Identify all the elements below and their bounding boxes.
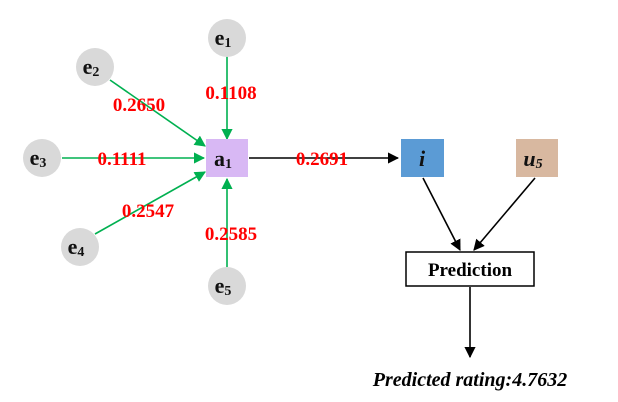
weight-e5-a1: 0.2585 (205, 224, 257, 245)
prediction-box: Prediction (405, 251, 535, 287)
entity-node-e4-label: e4 (68, 234, 85, 260)
aggregate-node-a1-label: a1 (214, 146, 232, 172)
entity-node-e1-circle (208, 19, 246, 57)
item-node-label: i (419, 146, 426, 171)
entity-node-e4: e4 (61, 228, 99, 266)
entity-node-e2-circle (76, 48, 114, 86)
user-node-box (516, 139, 558, 177)
weight-labels: 0.1108 0.2650 0.1111 0.2547 0.2585 0.269… (97, 83, 348, 245)
edge-user-prediction (473, 177, 536, 251)
weight-e3-a1: 0.1111 (97, 149, 146, 170)
weight-e2-a1: 0.2650 (113, 95, 165, 116)
prediction-box-border (405, 251, 535, 287)
user-node-label: u5 (523, 146, 542, 172)
item-node-box (401, 139, 444, 177)
aggregate-node-a1: a1 (206, 139, 248, 177)
entity-node-e1-label: e1 (215, 25, 232, 51)
weight-a1-item: 0.2691 (296, 149, 348, 170)
attention-edges (62, 56, 233, 267)
entity-node-e4-circle (61, 228, 99, 266)
aggregate-node-a1-box (206, 139, 248, 177)
weight-e4-a1: 0.2547 (122, 201, 175, 222)
entity-node-e3-circle (23, 139, 61, 177)
user-node: u5 (516, 139, 558, 177)
edge-item-prediction (422, 177, 461, 251)
flow-edges (249, 152, 536, 359)
entity-node-e2-label: e2 (83, 54, 100, 80)
entity-node-e1: e1 (208, 19, 246, 57)
predicted-rating-text: Predicted rating:4.7632 (372, 369, 567, 391)
entity-node-e3-label: e3 (30, 145, 47, 171)
entity-node-e5-label: e5 (215, 273, 232, 299)
item-node: i (401, 139, 444, 177)
entity-node-e5: e5 (208, 267, 246, 305)
weight-e1-a1: 0.1108 (205, 83, 256, 104)
edge-e2-a1 (109, 79, 206, 147)
prediction-label: Prediction (428, 260, 513, 281)
entity-node-e2: e2 (76, 48, 114, 86)
entity-node-e3: e3 (23, 139, 61, 177)
entity-node-e5-circle (208, 267, 246, 305)
edge-e4-a1 (94, 171, 206, 235)
